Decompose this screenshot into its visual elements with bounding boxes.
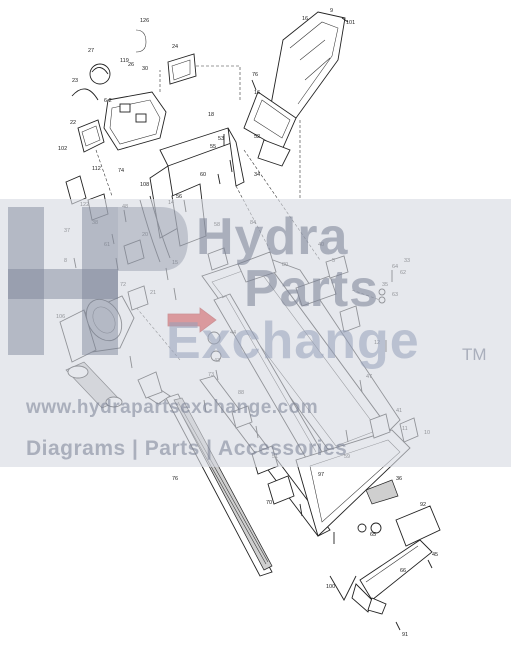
part-label: 5 — [332, 258, 335, 264]
part-label: 60 — [200, 172, 206, 178]
part-label: 52 — [254, 134, 260, 140]
part-label: 65 — [370, 532, 376, 538]
part-label: 62 — [400, 270, 406, 276]
part-label: 41 — [396, 408, 402, 414]
part-label: 76 — [252, 72, 258, 78]
rear-endcap-part — [329, 479, 441, 615]
part-label: 122 — [80, 202, 89, 208]
part-label: 64 — [392, 264, 398, 270]
part-label: 10 — [424, 430, 430, 436]
part-label: 53 — [218, 136, 224, 142]
part-label: 30 — [142, 66, 148, 72]
part-label: 33 — [404, 258, 410, 264]
part-label: 38 — [92, 220, 98, 226]
part-label: 80 — [282, 262, 288, 268]
part-label: 56 — [176, 194, 182, 200]
part-label: 23 — [72, 78, 78, 84]
motor-assembly-part — [59, 295, 135, 409]
callout-arrow — [167, 307, 217, 333]
console-frame-part — [71, 29, 197, 153]
part-label: 45 — [432, 552, 438, 558]
part-label: 22 — [70, 120, 76, 126]
part-label: 43 — [214, 358, 220, 364]
part-label: 48 — [122, 204, 128, 210]
part-label: 51 — [272, 454, 278, 460]
part-label: 92 — [420, 502, 426, 508]
part-label: 6.2 — [104, 98, 112, 104]
part-label: 84 — [250, 220, 256, 226]
part-label: 72 — [120, 282, 126, 288]
part-label: 59 — [344, 454, 350, 460]
part-label: 61 — [104, 242, 110, 248]
part-label: 15 — [172, 260, 178, 266]
part-label: 27 — [88, 48, 94, 54]
part-label: 73 — [208, 372, 214, 378]
part-label: 44 — [230, 330, 236, 336]
part-label: 12 — [374, 340, 380, 346]
part-label: 11 — [402, 426, 408, 432]
part-label: 70 — [266, 500, 272, 506]
part-label: 101 — [346, 20, 355, 26]
part-label: 66 — [400, 568, 406, 574]
part-label: 16 — [254, 90, 260, 96]
part-label: 76 — [172, 476, 178, 482]
part-label: 37 — [64, 228, 70, 234]
part-label: 112 — [92, 166, 101, 172]
part-label: 97 — [318, 472, 324, 478]
part-label: 63 — [392, 292, 398, 298]
part-label: 16 — [302, 16, 308, 22]
part-label: 40 — [318, 242, 324, 248]
part-label: 47 — [366, 374, 372, 380]
part-label: 108 — [140, 182, 149, 188]
part-label: 91 — [402, 632, 408, 638]
upright-frame-part — [139, 127, 245, 263]
part-label: 21 — [150, 290, 156, 296]
part-label: 119 — [120, 58, 129, 64]
part-label: 106 — [56, 314, 65, 320]
part-label: 36 — [396, 476, 402, 482]
part-label: 102 — [58, 146, 67, 152]
motor-hood-part — [243, 11, 346, 167]
part-label: 35 — [382, 282, 388, 288]
part-label: 100 — [326, 584, 335, 590]
part-label: 18 — [208, 112, 214, 118]
part-label: 58 — [214, 222, 220, 228]
part-label: 55 — [210, 144, 216, 150]
part-label: 74 — [118, 168, 124, 174]
side-rail-part — [145, 387, 273, 577]
part-label: 9 — [330, 8, 333, 14]
part-label: 20 — [142, 232, 148, 238]
part-label: 8 — [64, 258, 67, 264]
part-label: 34 — [254, 172, 260, 178]
part-label: 88 — [238, 390, 244, 396]
part-label: 126 — [140, 18, 149, 24]
part-label: 26 — [128, 62, 134, 68]
part-label: 14 — [168, 200, 174, 206]
part-label: 24 — [172, 44, 178, 50]
